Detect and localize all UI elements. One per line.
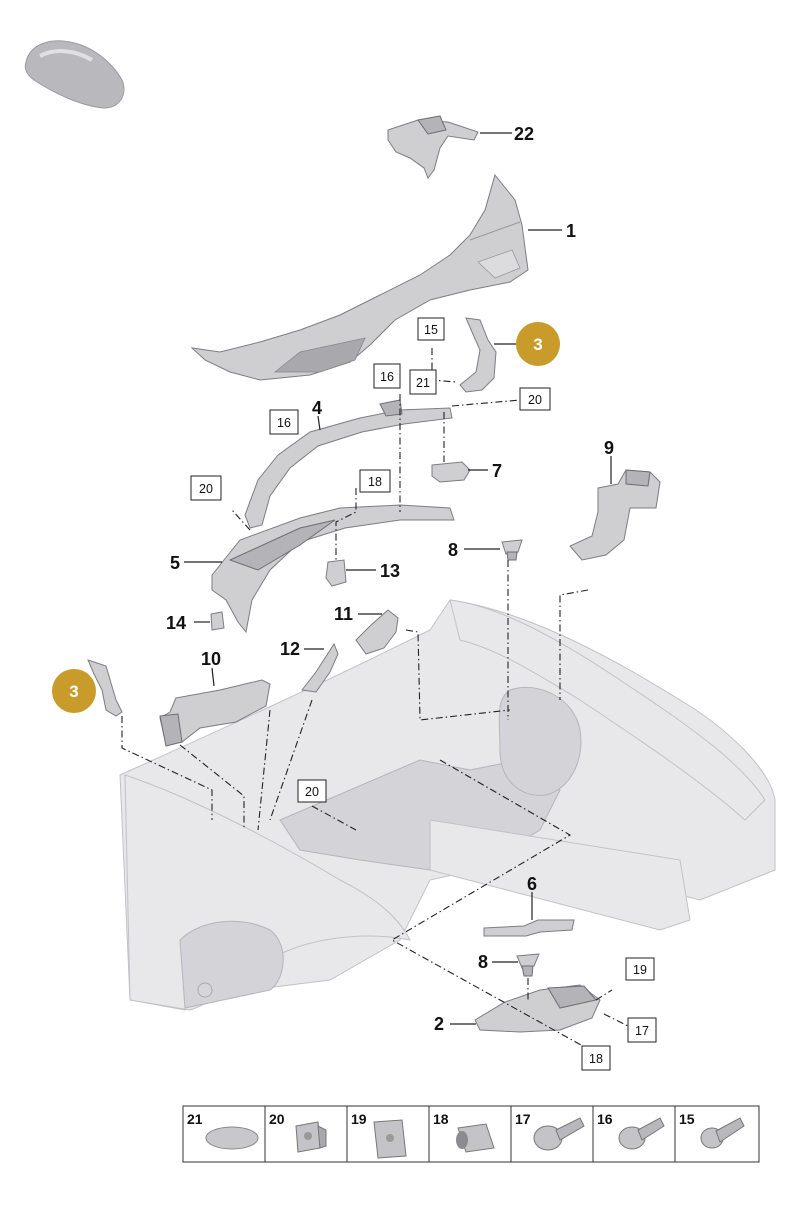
callout-12: 12 — [280, 639, 300, 659]
svg-text:19: 19 — [633, 963, 647, 977]
screw-icon — [700, 1117, 745, 1149]
svg-text:21: 21 — [187, 1111, 203, 1127]
legend-cell-18[interactable]: 18 — [433, 1111, 495, 1153]
callout-9: 9 — [604, 438, 614, 458]
callout-6: 6 — [527, 874, 537, 894]
part-1-cowl-panel — [190, 173, 529, 381]
callout-5: 5 — [170, 553, 180, 573]
svg-text:18: 18 — [589, 1052, 603, 1066]
highlight-callout-3-upper[interactable]: 3 — [516, 322, 560, 366]
part-2-bracket — [474, 984, 601, 1033]
part-5-cover — [211, 504, 455, 634]
part-4-rail — [244, 399, 453, 529]
part-8-clip-lower — [516, 953, 540, 977]
flange-screw-icon — [533, 1117, 585, 1151]
vehicle-thumbnail-icon — [24, 40, 125, 109]
callout-11: 11 — [334, 604, 353, 624]
callout-2: 2 — [434, 1014, 444, 1034]
leader-lines — [184, 132, 612, 1025]
svg-text:16: 16 — [277, 416, 291, 430]
callout-22: 22 — [514, 124, 534, 144]
ref-box-20-left: 20 — [190, 475, 222, 501]
svg-text:18: 18 — [433, 1111, 449, 1127]
callout-1: 1 — [566, 221, 576, 241]
clip-nut-icon — [295, 1121, 327, 1153]
callout-8-upper: 8 — [448, 540, 458, 560]
ref-box-21: 21 — [409, 369, 437, 395]
svg-text:15: 15 — [679, 1111, 695, 1127]
ref-box-16-top: 16 — [373, 363, 401, 389]
legend-cell-17[interactable]: 17 — [515, 1111, 585, 1151]
flange-screw-icon — [618, 1117, 665, 1150]
legend-cell-16[interactable]: 16 — [597, 1111, 665, 1150]
svg-text:16: 16 — [380, 370, 394, 384]
svg-text:16: 16 — [597, 1111, 613, 1127]
legend-cell-20[interactable]: 20 — [269, 1111, 327, 1153]
svg-text:20: 20 — [199, 482, 213, 496]
ref-box-17: 17 — [627, 1017, 657, 1043]
svg-text:20: 20 — [269, 1111, 285, 1127]
svg-text:20: 20 — [305, 785, 319, 799]
callout-4: 4 — [312, 398, 322, 418]
part-22-bracket — [387, 115, 479, 180]
svg-text:3: 3 — [533, 335, 542, 354]
callout-8-lower: 8 — [478, 952, 488, 972]
boxed-references: 15 16 21 20 16 18 20 20 — [190, 317, 657, 1071]
svg-text:3: 3 — [69, 682, 78, 701]
svg-text:21: 21 — [416, 376, 430, 390]
svg-text:20: 20 — [528, 393, 542, 407]
callout-10: 10 — [201, 649, 221, 669]
callout-7: 7 — [492, 461, 502, 481]
part-6-strip — [483, 919, 575, 937]
svg-text:17: 17 — [635, 1024, 649, 1038]
ref-box-20-right: 20 — [519, 387, 551, 411]
ref-box-18-lower: 18 — [581, 1045, 611, 1071]
part-3-seal-right — [459, 317, 497, 393]
svg-text:15: 15 — [424, 323, 438, 337]
svg-text:18: 18 — [368, 475, 382, 489]
part-7-clip — [431, 461, 471, 483]
highlight-callout-3-left[interactable]: 3 — [52, 669, 96, 713]
svg-text:17: 17 — [515, 1111, 531, 1127]
legend-cell-19[interactable]: 19 — [351, 1111, 407, 1159]
svg-text:19: 19 — [351, 1111, 367, 1127]
part-callouts: 22 1 4 7 9 5 8 13 14 11 12 10 6 8 2 — [166, 124, 614, 1034]
part-13-block — [325, 559, 347, 587]
part-10-duct — [159, 679, 271, 747]
fastener-legend: 21 20 19 18 17 — [182, 1105, 760, 1163]
part-9-duct — [569, 469, 661, 561]
expansion-nut-icon — [456, 1123, 495, 1153]
part-12-bracket — [301, 642, 339, 693]
legend-cell-21[interactable]: 21 — [187, 1111, 259, 1150]
part-3-seal-left — [87, 659, 123, 717]
ref-box-15: 15 — [417, 317, 445, 341]
clip-plate-icon — [373, 1119, 407, 1159]
ref-box-20-lower: 20 — [297, 779, 327, 803]
ref-box-16-left: 16 — [269, 409, 299, 435]
cap-icon — [205, 1126, 259, 1150]
part-14-block — [210, 611, 225, 631]
callout-13: 13 — [380, 561, 400, 581]
part-11-bracket — [355, 609, 399, 655]
ref-box-19: 19 — [625, 957, 655, 981]
ref-box-18-upper: 18 — [359, 469, 391, 493]
vehicle-front-body — [119, 599, 776, 1011]
callout-14: 14 — [166, 613, 186, 633]
part-8-clip-upper — [501, 539, 523, 561]
legend-cell-15[interactable]: 15 — [679, 1111, 745, 1149]
assembly-guide-lines — [121, 348, 629, 1051]
